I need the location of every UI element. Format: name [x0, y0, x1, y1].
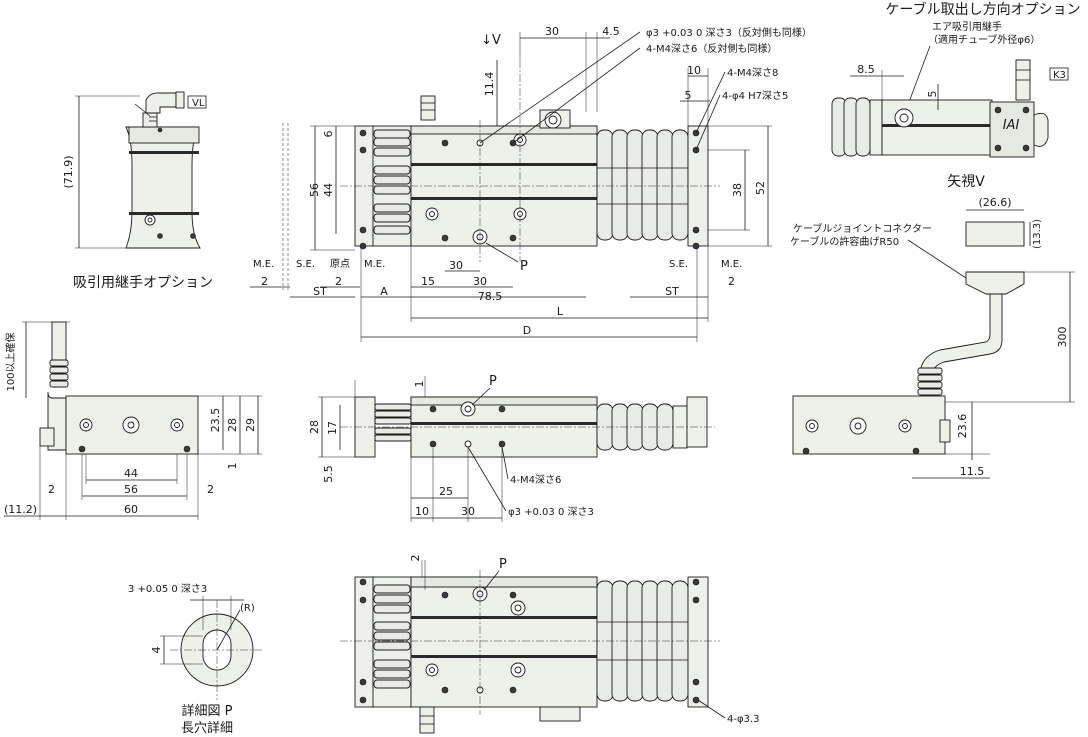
main-top-view: 30 4.5 11.4 ↓V φ3 +0.03 0 深さ3（反対側も同様） 4-… — [250, 25, 812, 342]
dim-13-3: (13.3) — [1032, 219, 1043, 249]
dim-15: 15 — [421, 275, 435, 288]
dim-300: 300 — [1056, 327, 1069, 348]
iai-logo: IAI — [1003, 118, 1020, 133]
label-st-right: ST — [665, 285, 679, 298]
dim-28-middle: 28 — [308, 420, 321, 434]
dim-5-5: 5.5 — [322, 465, 335, 483]
cable-option-view: ケーブル取出し方向オプション エア吸引用継手 （適用チューブ外径φ6） IAI … — [790, 1, 1081, 479]
note-cable-joint-2: ケーブルの許容曲げR50 — [790, 235, 899, 248]
dim-5-view-v: 5 — [926, 91, 939, 98]
note-hole-m4-opp: 4-M4深さ6（反対側も同様） — [646, 42, 777, 55]
note-air-fitting-1: エア吸引用継手 — [932, 20, 1002, 33]
dim-44-side: 44 — [124, 467, 138, 480]
dim-29: 29 — [244, 418, 257, 432]
dim-10-middle: 10 — [415, 505, 429, 518]
dim-30-top: 30 — [545, 25, 559, 38]
note-hole-m4-8: 4-M4深さ8 — [727, 67, 778, 79]
dim-26-6: (26.6) — [978, 196, 1011, 209]
dim-56-side: 56 — [124, 483, 138, 496]
dim-30-bottom-b: 30 — [449, 259, 463, 272]
detail-p: 3 +0.05 0 深さ3 (R) 4 詳細図 P 長穴詳細 — [128, 583, 264, 736]
dim-38: 38 — [731, 183, 744, 197]
dim-1-side: 1 — [226, 463, 239, 470]
note-hole-h7: 4-φ4 H7深さ5 — [722, 90, 788, 102]
dim-1-middle: 1 — [413, 381, 426, 388]
dim-8-5: 8.5 — [857, 63, 875, 76]
dim-11-4: 11.4 — [483, 72, 496, 97]
note-hole-m4-6: 4-M4深さ6 — [510, 474, 561, 486]
note-slot: 3 +0.05 0 深さ3 — [128, 583, 207, 595]
bottom-view: 2 P 4-φ3.3 — [340, 555, 759, 734]
dim-11-2: (11.2) — [4, 503, 37, 516]
label-p-middle: P — [489, 374, 497, 389]
note-hole-3-3: 4-φ3.3 — [727, 714, 759, 725]
dim-52: 52 — [754, 181, 767, 195]
label-l: L — [557, 305, 564, 318]
label-se-right: S.E. — [669, 259, 688, 270]
dim-30-middle: 30 — [461, 505, 475, 518]
middle-side-view: 28 17 5.5 1 P 25 10 30 4-M4深さ6 φ3 +0.03 … — [308, 374, 715, 522]
dim-2-left-a: 2 — [261, 275, 268, 288]
label-me-right: M.E. — [721, 259, 742, 270]
caption-suction-option: 吸引用継手オプション — [73, 275, 213, 291]
dim-10-right: 10 — [687, 64, 701, 77]
dim-56-left: 56 — [308, 183, 321, 197]
note-air-fitting-2: （適用チューブ外径φ6） — [928, 33, 1040, 46]
dim-4-detail: 4 — [150, 647, 163, 654]
suction-option-view: VL (71.9) 吸引用継手オプション — [62, 91, 213, 291]
r-mark: (R) — [240, 603, 255, 614]
note-hole-pin-b: φ3 +0.03 0 深さ3 — [508, 506, 594, 518]
caption-detail-p-1: 詳細図 P — [182, 703, 233, 719]
dim-2-bottom: 2 — [409, 555, 422, 562]
dim-28-side: 28 — [226, 418, 239, 432]
dim-71-9: (71.9) — [62, 155, 75, 188]
note-hole-pin: φ3 +0.03 0 深さ3（反対側も同様） — [646, 26, 812, 39]
badge-k3: K3 — [1053, 70, 1066, 81]
label-a: A — [380, 285, 388, 298]
dim-78-5: 78.5 — [478, 290, 503, 303]
dim-2-side-b: 2 — [207, 483, 214, 496]
dim-44-left: 44 — [322, 183, 335, 197]
label-me-left: M.E. — [253, 259, 274, 270]
dim-11-5: 11.5 — [960, 465, 985, 478]
caption-cable-option: ケーブル取出し方向オプション — [885, 1, 1080, 18]
dim-2-side-a: 2 — [48, 483, 55, 496]
note-cable-joint-1: ケーブルジョイントコネクター — [793, 222, 932, 235]
dim-6-left: 6 — [322, 131, 335, 138]
note-cable-margin: 100以上確保 — [4, 332, 17, 391]
dim-23-5: 23.5 — [209, 408, 222, 433]
badge-vl: VL — [192, 98, 205, 109]
label-d: D — [523, 324, 531, 337]
view-v-arrow: ↓V — [481, 33, 501, 48]
dim-2-right: 2 — [728, 275, 735, 288]
dim-60: 60 — [124, 503, 138, 516]
dim-5-right: 5 — [685, 89, 692, 102]
dim-2-left-b: 2 — [335, 275, 342, 288]
dim-25: 25 — [439, 485, 453, 498]
caption-view-v: 矢視V — [947, 174, 985, 190]
label-p-main: P — [520, 259, 528, 274]
label-origin: 原点 — [330, 258, 350, 270]
label-p-bottom: P — [499, 557, 507, 572]
left-side-view: 100以上確保 23.5 28 29 1 44 56 2 2 — [4, 321, 262, 520]
label-st-left: ST — [313, 285, 327, 298]
dim-30-bottom-a: 30 — [473, 275, 487, 288]
caption-detail-p-2: 長穴詳細 — [181, 720, 233, 736]
dim-17: 17 — [326, 421, 339, 435]
label-me-center: M.E. — [364, 259, 385, 270]
dim-23-6: 23.6 — [956, 414, 969, 439]
dim-4-5: 4.5 — [602, 25, 620, 38]
label-se-left: S.E. — [296, 259, 315, 270]
